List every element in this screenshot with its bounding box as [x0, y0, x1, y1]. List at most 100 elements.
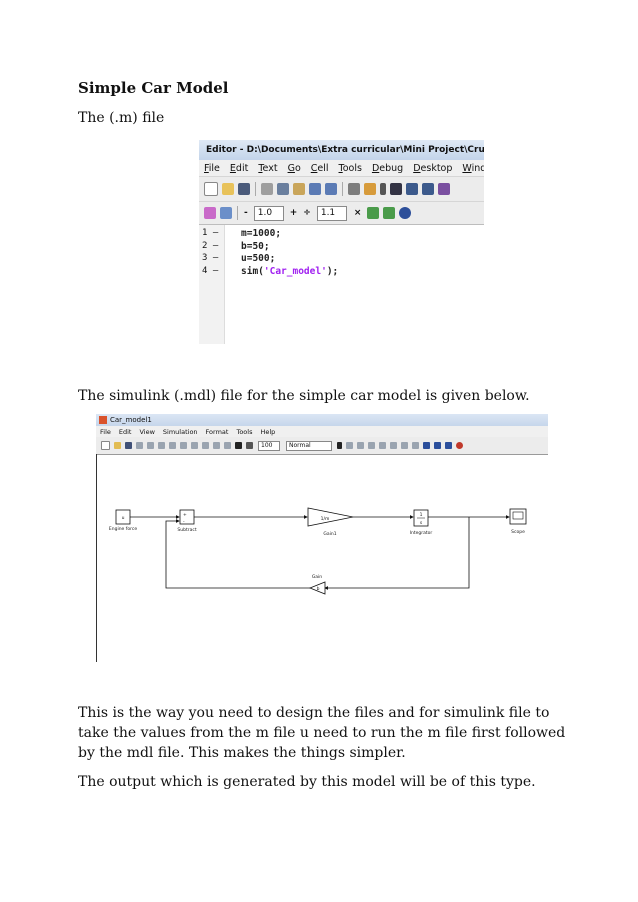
menu-tools[interactable]: Tools: [338, 162, 362, 174]
gain1-block[interactable]: 1/m Gain1: [307, 507, 354, 537]
print-icon[interactable]: [348, 183, 360, 195]
cut-icon[interactable]: [147, 442, 154, 449]
menu-go[interactable]: Go: [287, 162, 301, 174]
menu-window[interactable]: Wind: [462, 162, 484, 174]
subtract-block[interactable]: + - Subtract: [177, 509, 197, 533]
cell-run-icon[interactable]: [367, 207, 380, 219]
copy-icon[interactable]: [158, 442, 165, 449]
cell-eval-icon[interactable]: [220, 207, 232, 219]
gain-block[interactable]: b Gain: [308, 574, 326, 595]
scope-block[interactable]: Scope: [509, 508, 527, 535]
sim-menu-format[interactable]: Format: [205, 427, 229, 436]
new-file-icon[interactable]: [204, 182, 218, 196]
gain-label: Gain: [312, 574, 322, 580]
minus-sign: -: [183, 520, 185, 525]
forward-icon[interactable]: [422, 183, 434, 195]
debug-icon[interactable]: [401, 442, 408, 449]
step-input-1[interactable]: 1.0: [253, 205, 284, 221]
stop-time-input[interactable]: 100: [258, 440, 280, 451]
back-icon[interactable]: [406, 183, 418, 195]
stop-icon[interactable]: [246, 442, 253, 449]
code-line: u=500;: [241, 253, 276, 265]
simulink-titlebar: Car_model1: [96, 414, 548, 426]
engine-force-label: Engine force: [109, 526, 137, 532]
update-icon[interactable]: [357, 442, 364, 449]
menu-file[interactable]: File: [204, 162, 220, 174]
editor-title: Editor - D:\Documents\Extra curricular\M…: [206, 145, 484, 155]
feedback-line: [165, 519, 310, 589]
menu-desktop[interactable]: Desktop: [413, 162, 453, 174]
open-folder-icon[interactable]: [222, 183, 234, 195]
redo-icon[interactable]: [325, 183, 337, 195]
code-line: b=50;: [241, 240, 270, 252]
line-number: 1 –: [202, 228, 219, 238]
decrement-button[interactable]: -: [244, 208, 248, 218]
menu-edit[interactable]: Edit: [229, 162, 249, 174]
integrator-denominator: s: [420, 521, 423, 526]
subsystem-icon[interactable]: [213, 442, 220, 449]
sim-menu-tools[interactable]: Tools: [236, 427, 253, 436]
line-gutter: 1 – 2 – 3 – 4 –: [199, 225, 225, 344]
explorer-icon[interactable]: [379, 442, 386, 449]
toolbar-icon[interactable]: [445, 442, 452, 449]
model-canvas[interactable]: u Engine force + - Subtract 1/m Gain1: [96, 454, 548, 662]
workspace-icon[interactable]: [364, 183, 376, 195]
dropdown-icon[interactable]: [380, 183, 386, 195]
model-advisor-icon[interactable]: [390, 442, 397, 449]
menu-cell[interactable]: Cell: [310, 162, 329, 174]
open-icon[interactable]: [114, 442, 121, 449]
editor-titlebar: Editor - D:\Documents\Extra curricular\M…: [199, 140, 484, 160]
new-model-icon[interactable]: [101, 441, 110, 450]
save-icon[interactable]: [238, 183, 250, 195]
step-back-icon[interactable]: [224, 442, 231, 449]
sim-menu-view[interactable]: View: [139, 427, 155, 436]
paste-icon[interactable]: [293, 183, 305, 195]
increment-button[interactable]: +: [289, 208, 298, 218]
find-icon[interactable]: [390, 183, 402, 195]
paste-icon[interactable]: [169, 442, 176, 449]
copy-icon[interactable]: [277, 183, 289, 195]
explanation-paragraph: This is the way you need to design the f…: [78, 705, 566, 761]
toolbar-separator: [342, 182, 343, 196]
profile-icon[interactable]: [423, 442, 430, 449]
engine-force-block[interactable]: u Engine force: [109, 509, 137, 532]
integrator-numerator: 1: [420, 512, 423, 518]
library-icon[interactable]: [368, 442, 375, 449]
multiply-button[interactable]: ×: [353, 208, 362, 218]
line-number: 4 –: [202, 265, 219, 276]
undo-icon[interactable]: [309, 183, 321, 195]
code-area[interactable]: m=1000; b=50; u=500; sim('Car_model');: [225, 225, 338, 344]
sim-menu-edit[interactable]: Edit: [118, 427, 132, 436]
diagnostics-icon[interactable]: [434, 442, 441, 449]
menu-text[interactable]: Text: [258, 162, 278, 174]
sim-menu-help[interactable]: Help: [260, 427, 276, 436]
run-icon[interactable]: [235, 442, 242, 449]
info-icon[interactable]: [399, 207, 412, 219]
integrator-block[interactable]: 1 s Integrator: [410, 509, 433, 536]
function-icon[interactable]: [438, 183, 450, 195]
save-icon[interactable]: [125, 442, 132, 449]
sim-menu-file[interactable]: File: [100, 427, 111, 436]
redo-icon[interactable]: [191, 442, 198, 449]
gain-value: b: [317, 586, 320, 592]
chevron-down-icon[interactable]: [337, 442, 342, 449]
cell-toolbar: - 1.0 + ÷ 1.1 ×: [199, 201, 484, 225]
cell-mode-icon[interactable]: [204, 207, 216, 219]
undo-icon[interactable]: [180, 442, 187, 449]
gain1-value: 1/m: [321, 516, 330, 522]
menu-debug[interactable]: Debug: [371, 162, 404, 174]
page-title: Simple Car Model: [78, 79, 229, 97]
sim-menu-simulation[interactable]: Simulation: [162, 427, 198, 436]
divide-button[interactable]: ÷: [303, 208, 311, 218]
browser-icon[interactable]: [412, 442, 419, 449]
sim-mode-select[interactable]: Normal: [286, 440, 332, 451]
cell-advance-icon[interactable]: [383, 207, 396, 219]
print-icon[interactable]: [136, 442, 143, 449]
build-icon[interactable]: [346, 442, 353, 449]
simulink-screenshot: Car_model1 File Edit View Simulation For…: [96, 414, 548, 662]
up-icon[interactable]: [202, 442, 209, 449]
step-input-2[interactable]: 1.1: [316, 205, 347, 221]
feedback-line: [324, 517, 470, 590]
cut-icon[interactable]: [261, 183, 273, 195]
record-icon[interactable]: [456, 442, 463, 449]
